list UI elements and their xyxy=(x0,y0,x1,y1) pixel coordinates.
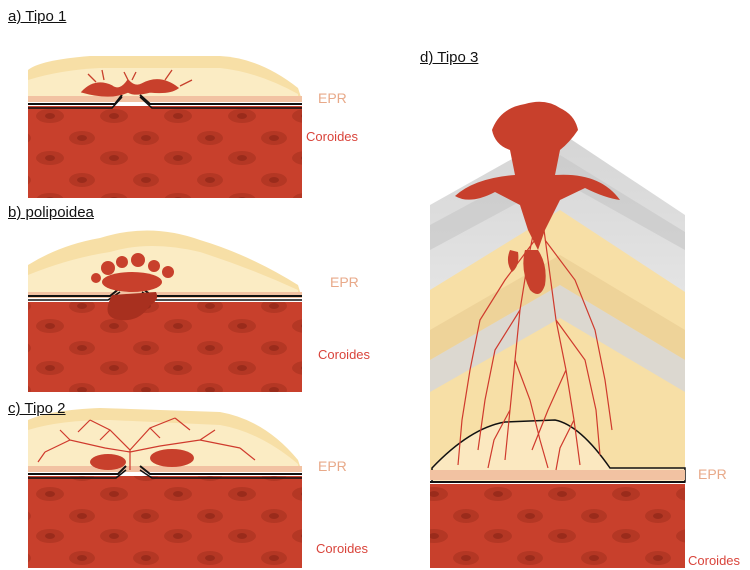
panel-a-coroides-label: Coroides xyxy=(306,129,358,144)
panel-d-epr-label: EPR xyxy=(698,466,727,482)
panel-a-title: a) Tipo 1 xyxy=(8,8,66,25)
panel-c-title: c) Tipo 2 xyxy=(8,400,66,417)
choroid-layer xyxy=(28,302,302,392)
panel-d-illustration xyxy=(430,102,685,568)
panel-c-illustration xyxy=(28,408,302,568)
lesion-left xyxy=(90,454,126,470)
rpe-layer xyxy=(28,96,302,102)
choroid-layer xyxy=(430,484,685,568)
lesion-right xyxy=(150,449,194,467)
panel-d-coroides-label: Coroides xyxy=(688,553,740,568)
panel-b-title: b) polipoidea xyxy=(8,204,94,221)
panel-c-epr-label: EPR xyxy=(318,458,347,474)
choroid-layer xyxy=(28,476,302,568)
panel-b-coroides-label: Coroides xyxy=(318,347,370,362)
rpe-layer xyxy=(430,470,685,480)
panel-c-coroides-label: Coroides xyxy=(316,541,368,556)
choroid-layer xyxy=(28,106,302,198)
panel-b-illustration xyxy=(28,230,302,392)
panel-d-title: d) Tipo 3 xyxy=(420,49,478,66)
panel-a-epr-label: EPR xyxy=(318,90,347,106)
rpe-layer xyxy=(28,466,302,472)
panel-a-illustration xyxy=(28,56,302,198)
panel-b-epr-label: EPR xyxy=(330,274,359,290)
